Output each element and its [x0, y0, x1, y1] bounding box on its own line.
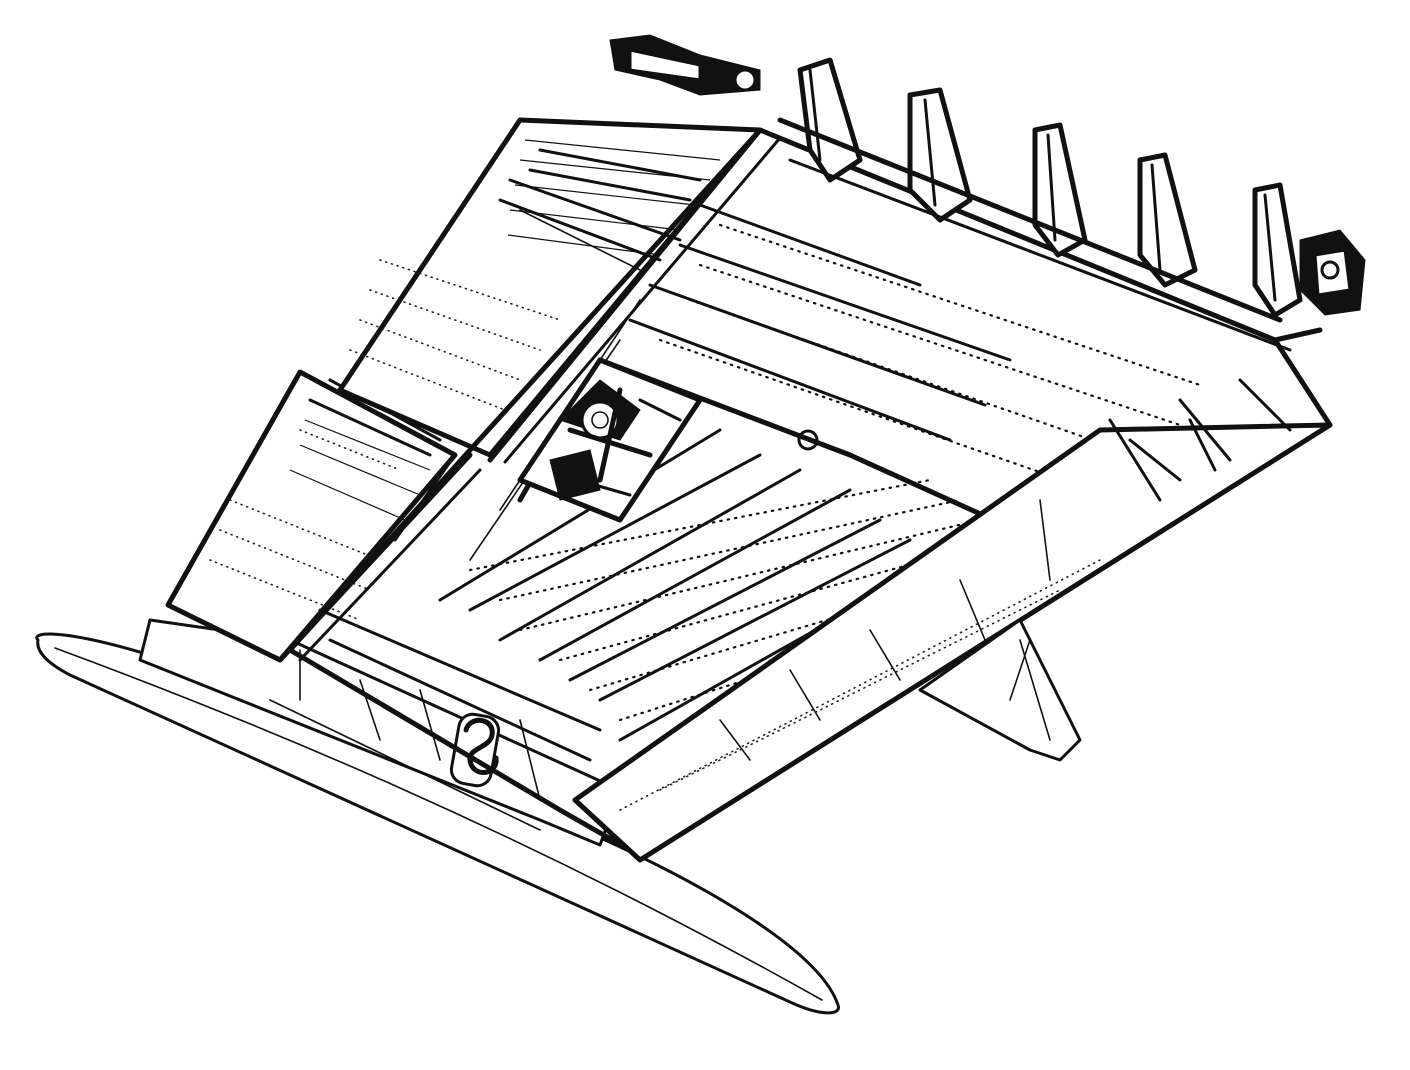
actuators [609, 34, 1366, 316]
wingtip-fairing [35, 632, 840, 1015]
ventral-fin [918, 618, 1082, 762]
stringers [438, 203, 1012, 742]
root-rib-bay [138, 618, 622, 847]
panel-number-glyph [463, 718, 499, 775]
hinge-brackets [777, 57, 1303, 352]
flap-bay [572, 378, 1333, 863]
leading-edge-hatching [289, 139, 721, 521]
access-panel-mechanism [517, 357, 819, 523]
